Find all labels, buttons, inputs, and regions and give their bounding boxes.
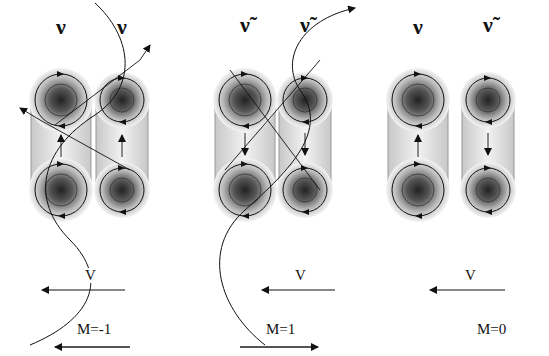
flow-circle (229, 174, 261, 206)
flow-arrowhead (485, 209, 492, 215)
vortex-core (29, 158, 93, 222)
flow-circle (35, 74, 87, 126)
vortex-core (94, 72, 150, 128)
vortex-core (29, 68, 93, 132)
flow-circle (293, 88, 317, 112)
flow-arrowhead (484, 165, 491, 171)
spin-arrow (55, 346, 130, 348)
flow-arrowhead (415, 213, 422, 219)
flow-arrowhead (302, 209, 309, 215)
spin-label: M=1 (264, 322, 297, 337)
flow-arrowhead (302, 119, 309, 125)
particle-symbol: ν̃ (300, 14, 310, 36)
spin-label: M=0 (475, 322, 508, 337)
vortex-core (460, 162, 516, 218)
field-line (20, 108, 130, 170)
flow-circle (283, 78, 327, 122)
velocity-label: V (83, 268, 98, 283)
flow-circle (392, 74, 444, 126)
flow-arrowhead (58, 213, 65, 219)
field-line (225, 60, 320, 170)
flow-arrowhead (118, 165, 125, 171)
flow-arrowhead (57, 161, 64, 167)
velocity-arrow (430, 289, 505, 290)
flow-arrowhead (242, 213, 249, 219)
flow-circle (100, 168, 144, 212)
particle-symbol: ν (117, 16, 127, 38)
flow-arrowhead (414, 71, 421, 77)
vortex-core (94, 162, 150, 218)
flow-arrowhead (119, 209, 126, 215)
flow-circle (402, 174, 434, 206)
flow-arrowhead (119, 119, 126, 125)
spin-label: M=-1 (75, 322, 113, 337)
flow-circle (466, 78, 510, 122)
flow-circle (100, 78, 144, 122)
flow-circle (476, 88, 500, 112)
field-line (30, 3, 125, 345)
flow-arrowhead (58, 123, 65, 129)
flow-arrowhead (414, 161, 421, 167)
flow-circle (466, 168, 510, 212)
flow-circle (110, 88, 134, 112)
field-line (230, 70, 320, 190)
velocity-arrow (262, 289, 335, 290)
vortex-core (213, 68, 277, 132)
flow-arrowhead (485, 119, 492, 125)
velocity-arrow (42, 289, 125, 290)
particle-symbol: ν (413, 16, 423, 38)
flow-arrow (122, 135, 123, 157)
flow-arrowhead (57, 71, 64, 77)
flow-arrowhead (241, 161, 248, 167)
vortex-core (386, 158, 450, 222)
flow-arrowhead (242, 123, 249, 129)
flow-arrow (488, 133, 489, 155)
flow-circle (476, 178, 500, 202)
flow-circle (35, 164, 87, 216)
flow-circle (402, 84, 434, 116)
flow-arrow (305, 133, 306, 155)
vortex-core (386, 68, 450, 132)
flow-circle (219, 164, 271, 216)
field-line (220, 8, 355, 345)
field-line (55, 45, 150, 125)
particle-symbol: ν̃ (483, 14, 493, 36)
velocity-label: V (463, 268, 478, 283)
flow-arrowhead (241, 71, 248, 77)
spin-arrow (240, 346, 318, 348)
velocity-label: V (293, 268, 308, 283)
flow-circle (45, 84, 77, 116)
flow-arrow (245, 133, 246, 155)
flow-circle (392, 164, 444, 216)
flow-circle (229, 84, 261, 116)
particle-symbol: ν̃ (240, 14, 250, 36)
flow-circle (110, 178, 134, 202)
flow-circle (45, 174, 77, 206)
flow-circle (283, 168, 327, 212)
flow-arrowhead (484, 75, 491, 81)
flow-circle (219, 74, 271, 126)
flow-arrowhead (415, 123, 422, 129)
vortex-core (460, 72, 516, 128)
flow-arrow (418, 135, 419, 157)
particle-symbol: ν (56, 16, 66, 38)
